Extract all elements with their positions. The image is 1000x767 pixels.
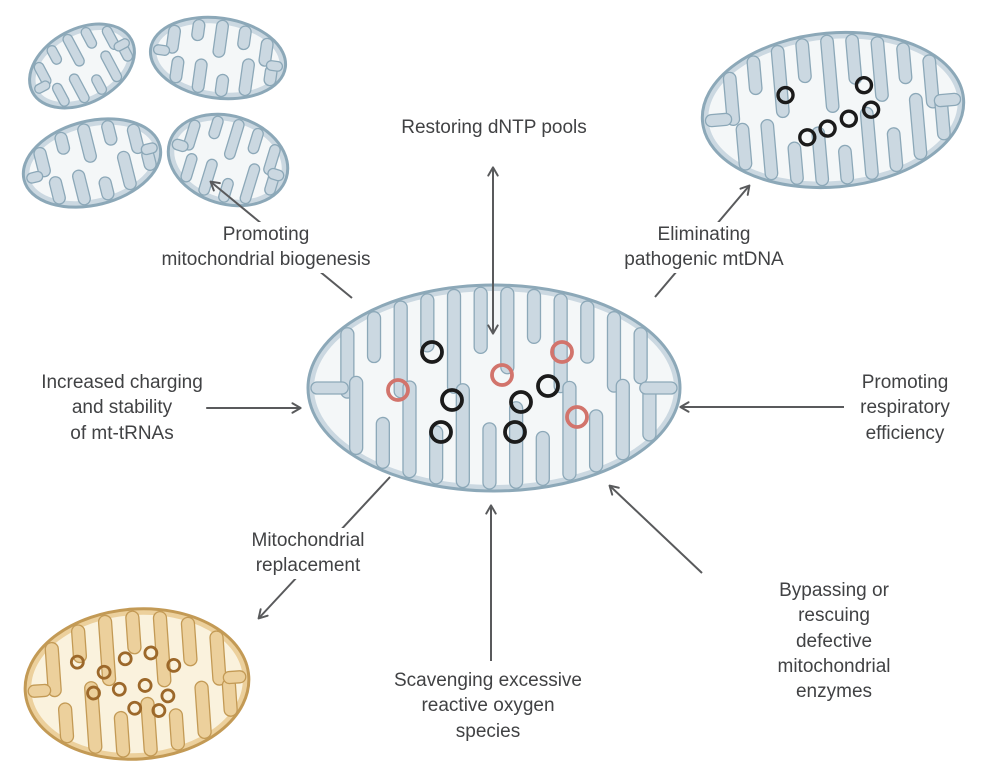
mtdna-ring (854, 76, 874, 95)
mtdna-ring (160, 688, 176, 704)
label-promoting-biogenesis: Promoting mitochondrial biogenesis (158, 222, 374, 273)
mtdna-ring (137, 678, 153, 693)
mtdna-ring (861, 100, 881, 119)
label-respiratory-efficiency: Promoting respiratory efficiency (857, 370, 953, 446)
mtdna-ring (143, 645, 159, 661)
mtdna-ring (550, 340, 574, 364)
mtdna-ring (503, 420, 527, 444)
mtdna-ring (166, 657, 182, 673)
mtdna-ring (69, 654, 85, 670)
mitochondria-layer (21, 15, 966, 761)
mtdna-ring (151, 703, 167, 718)
mitochondrion-replacement (23, 607, 251, 761)
arrows-layer (206, 166, 844, 661)
mtdna-ring (490, 363, 514, 387)
mitochondrion-cluster-3 (21, 117, 163, 209)
mtdna-ring (536, 374, 560, 398)
label-restoring-dntp-pools: Restoring dNTP pools (398, 115, 590, 141)
label-bypassing-enzymes: Bypassing or rescuing defective mitochon… (751, 578, 917, 705)
mtdna-ring (86, 685, 101, 701)
label-eliminating-mtdna: Eliminating pathogenic mtDNA (621, 222, 787, 273)
arrow-bypassing (608, 484, 703, 574)
mtdna-ring (386, 378, 410, 402)
mtdna-ring (420, 340, 444, 364)
mitochondrion-center (306, 283, 682, 493)
mitochondrion-cluster-2 (148, 15, 288, 101)
mtdna-ring (440, 388, 464, 412)
mtdna-ring (96, 664, 112, 680)
mitochondrion-cluster-4 (166, 112, 290, 208)
label-mitochondrial-replacement: Mitochondrial replacement (248, 528, 368, 579)
mtdna-ring (798, 128, 817, 147)
mitochondrion-cluster-1 (28, 22, 136, 110)
mtdna-ring (839, 109, 859, 128)
label-ros-scavenging: Scavenging excessive reactive oxygen spe… (391, 668, 585, 744)
mitochondrion-top-right (700, 30, 966, 190)
mtdna-ring (111, 681, 127, 697)
mtdna-ring (818, 119, 837, 138)
mtdna-ring (565, 405, 589, 429)
label-mt-trna-charging: Increased charging and stability of mt-t… (38, 370, 206, 446)
mtdna-ring (429, 420, 453, 444)
mtdna-ring (509, 390, 533, 414)
mtdna-ring (127, 700, 143, 716)
mtdna-ring (776, 85, 795, 105)
mtdna-ring (117, 651, 133, 667)
